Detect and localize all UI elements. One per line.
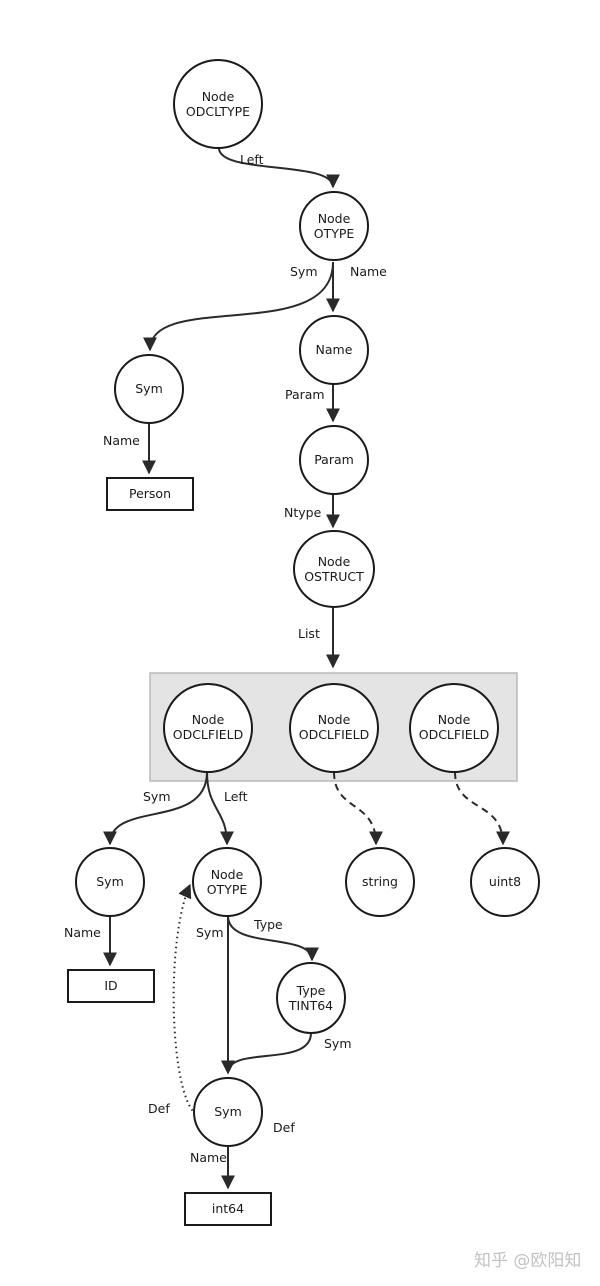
edge-labels: Left Sym Name Name Param Ntype List Sym … <box>64 152 387 1165</box>
label-left-2: Left <box>224 789 248 804</box>
node-ostruct: Node OSTRUCT <box>293 530 375 608</box>
node-odclfield-2-line1: Node <box>318 712 351 727</box>
label-name-2: Name <box>103 433 140 448</box>
node-odclfield-3-line1: Node <box>438 712 471 727</box>
node-tint64: Type TINT64 <box>276 962 346 1034</box>
node-odclfield-2: Node ODCLFIELD <box>289 683 379 773</box>
label-ntype: Ntype <box>284 505 322 520</box>
box-int64: int64 <box>184 1192 272 1226</box>
node-odclfield-1-line1: Node <box>192 712 225 727</box>
edge-left-1 <box>218 147 340 189</box>
node-odclfield-3: Node ODCLFIELD <box>409 683 499 773</box>
node-odcltype-line1: Node <box>202 89 235 104</box>
node-tint64-line2: TINT64 <box>288 998 333 1013</box>
node-sym-1-label: Sym <box>135 381 163 396</box>
label-def-2: Def <box>273 1120 295 1135</box>
watermark: 知乎 @欧阳知 <box>474 1251 581 1271</box>
edges <box>103 147 510 1190</box>
edge-field3-uint8 <box>454 771 510 846</box>
node-name: Name <box>299 315 369 385</box>
label-sym-2: Sym <box>143 789 171 804</box>
edge-sym-2 <box>103 771 208 846</box>
label-sym-1: Sym <box>290 264 318 279</box>
box-id: ID <box>67 969 155 1003</box>
node-odcltype-line2: ODCLTYPE <box>186 104 250 119</box>
node-tint64-line1: Type <box>296 983 326 998</box>
edge-def-back <box>172 883 197 1115</box>
box-person-label: Person <box>129 486 171 501</box>
edge-type <box>227 915 319 962</box>
node-odclfield-1-line2: ODCLFIELD <box>173 727 244 742</box>
node-string: string <box>345 847 415 917</box>
node-ostruct-line2: OSTRUCT <box>304 569 364 584</box>
label-sym-4: Sym <box>324 1036 352 1051</box>
edge-left-2 <box>206 771 234 846</box>
node-param: Param <box>299 425 369 495</box>
node-uint8-label: uint8 <box>489 874 521 889</box>
edge-field2-string <box>333 771 383 846</box>
node-sym-1: Sym <box>114 354 184 424</box>
node-otype-2-line2: OTYPE <box>207 882 248 897</box>
label-list: List <box>298 626 320 641</box>
node-param-label: Param <box>314 452 354 467</box>
node-odclfield-2-line2: ODCLFIELD <box>299 727 370 742</box>
node-string-label: string <box>362 874 398 889</box>
label-def-1: Def <box>148 1101 170 1116</box>
node-otype-1-line2: OTYPE <box>314 226 355 241</box>
node-name-label: Name <box>316 342 353 357</box>
node-odcltype: Node ODCLTYPE <box>173 59 263 149</box>
node-odclfield-1: Node ODCLFIELD <box>163 683 253 773</box>
box-person: Person <box>106 477 194 511</box>
node-uint8: uint8 <box>470 847 540 917</box>
edge-sym-4 <box>221 1032 312 1075</box>
node-otype-2: Node OTYPE <box>192 847 262 917</box>
label-name-1: Name <box>350 264 387 279</box>
node-sym-3-label: Sym <box>214 1104 242 1119</box>
label-name-3: Name <box>64 925 101 940</box>
label-type: Type <box>253 917 283 932</box>
label-left-1: Left <box>240 152 264 167</box>
node-sym-3: Sym <box>193 1077 263 1147</box>
edge-sym-1 <box>143 261 334 352</box>
node-otype-1: Node OTYPE <box>299 191 369 261</box>
label-param: Param <box>285 387 325 402</box>
node-sym-2: Sym <box>75 847 145 917</box>
box-int64-label: int64 <box>212 1201 244 1216</box>
box-id-label: ID <box>104 978 117 993</box>
node-ostruct-line1: Node <box>318 554 351 569</box>
node-otype-1-line1: Node <box>318 211 351 226</box>
label-sym-3: Sym <box>196 925 224 940</box>
node-odclfield-3-line2: ODCLFIELD <box>419 727 490 742</box>
node-sym-2-label: Sym <box>96 874 124 889</box>
label-name-4: Name <box>190 1150 227 1165</box>
node-otype-2-line1: Node <box>211 867 244 882</box>
